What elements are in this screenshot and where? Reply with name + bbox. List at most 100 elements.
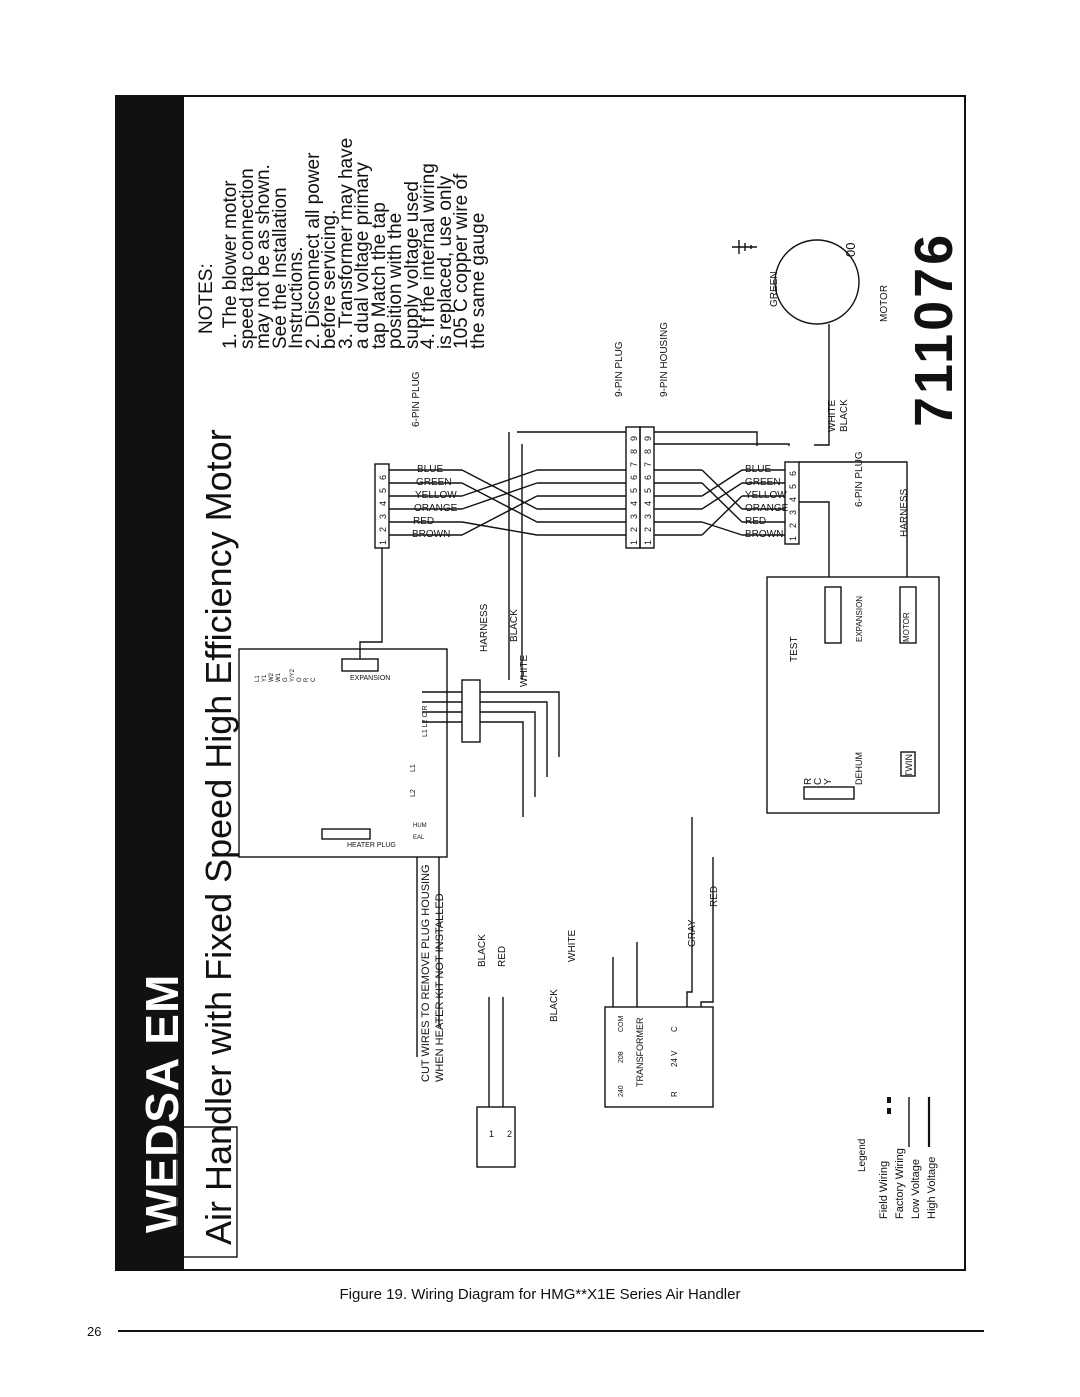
pin-number: 6: [643, 475, 653, 480]
pin-number: 3: [643, 514, 653, 519]
tap-24v-label: 24 V: [670, 1050, 679, 1067]
cut-wires-note: CUT WIRES TO REMOVE PLUG HOUSING: [420, 864, 432, 1082]
wiring-schematic: BLUE BLUE GREEN GREEN YELLOW YELLOW ORANGE ORAN…: [176, 239, 940, 1258]
pin-number: 1: [788, 536, 798, 541]
wire-label-motor: BLUE: [745, 464, 771, 475]
title-band: WEDSA EM: [117, 97, 188, 1269]
pin-number: 2: [788, 523, 798, 528]
note-line: the same gauge: [467, 212, 489, 349]
transformer-label: TRANSFORMER: [635, 1017, 645, 1087]
rcy-terminal-block: [803, 786, 855, 800]
pin-number: 5: [788, 484, 798, 489]
wire-label-motor: BROWN: [745, 529, 783, 540]
pin-number: 1: [378, 540, 388, 545]
test-label: TEST: [789, 636, 800, 662]
wire-label-top: ORANGE: [414, 503, 458, 514]
wire-label-top: BROWN: [412, 529, 450, 540]
board-terminal: Y/Y2: [290, 668, 296, 682]
legend-item: Factory Wiring: [894, 1148, 906, 1219]
eal-label: EAL: [413, 835, 425, 841]
harness-label: HARNESS: [479, 603, 490, 652]
wire-white-label: WHITE: [567, 929, 578, 962]
legend-item: High Voltage: [926, 1157, 938, 1219]
wire-label-motor: GREEN: [745, 477, 781, 488]
field-terminal-number: 2: [507, 1129, 512, 1139]
motor-label: MOTOR: [902, 612, 911, 642]
wire-label-motor: RED: [745, 516, 766, 527]
board-terminal: W2: [269, 672, 275, 682]
l1l2cr-label: L1 L2 C R: [422, 705, 429, 737]
rcy-terminal: R: [803, 778, 814, 785]
rcy-terminal: Y: [823, 778, 834, 785]
heater-note: WHEN HEATER KIT NOT INSTALLED: [434, 893, 446, 1082]
wire-black-label: BLACK: [477, 934, 488, 967]
tap-com-label: COM: [618, 1016, 625, 1033]
wire-black-label: BLACK: [839, 399, 850, 432]
wire-gray-label: GRAY: [687, 919, 698, 947]
legend-title: Legend: [857, 1139, 868, 1172]
expansion-label: EXPANSION: [855, 596, 864, 642]
pin-number: 9: [643, 436, 653, 441]
wire-green-label: GREEN: [769, 271, 780, 307]
pin-number: 2: [629, 527, 639, 532]
wiring-diagram-frame: WEDSA EM Air Handler with Fixed Speed Hi…: [115, 95, 966, 1271]
pin-number: 7: [629, 462, 639, 467]
dehum-label: DEHUM: [854, 752, 864, 785]
pin-number: 8: [629, 449, 639, 454]
wire-label-motor: YELLOW: [745, 490, 787, 501]
tap-r-label: R: [670, 1091, 679, 1097]
pin-number: 6: [629, 475, 639, 480]
pin-number: 5: [378, 488, 388, 493]
pin-number: 2: [643, 527, 653, 532]
pin-number: 9: [629, 436, 639, 441]
wire-label-top: YELLOW: [415, 490, 457, 501]
six-pin-plug-label: 6-PIN PLUG: [854, 451, 865, 507]
legend-item: Low Voltage: [910, 1159, 922, 1219]
expansion-label: EXPANSION: [350, 675, 390, 682]
twin-label-box: [900, 751, 916, 777]
board-terminal: R: [304, 677, 310, 682]
expansion-block: [824, 586, 842, 644]
wire-white-label: WHITE: [827, 399, 838, 432]
tap-240-label: 240: [618, 1085, 625, 1097]
legend-box: [176, 1126, 238, 1258]
rcy-terminal: C: [813, 778, 824, 785]
page-number: 26: [87, 1324, 102, 1339]
expansion-connector: [341, 658, 379, 672]
figure-caption: Figure 19. Wiring Diagram for HMG**X1E S…: [339, 1286, 741, 1303]
notes-heading: NOTES:: [196, 263, 217, 334]
field-terminal-number: 1: [489, 1129, 494, 1139]
six-pin-plug-label: 6-PIN PLUG: [411, 371, 422, 427]
part-suffix: 00: [843, 243, 858, 257]
wire-label-motor: ORANGE: [745, 503, 789, 514]
wire-black-label: BLACK: [509, 609, 520, 642]
wire-black-label: BLACK: [549, 989, 560, 1022]
board-terminal: C: [311, 677, 317, 682]
six-pin-plug-motor: [784, 461, 800, 545]
pin-number: 4: [643, 501, 653, 506]
nine-pin-housing: [639, 426, 655, 549]
pin-number: 5: [629, 488, 639, 493]
wire-label-top: RED: [413, 516, 434, 527]
board-terminal: L1: [255, 675, 261, 682]
pin-number: 6: [378, 475, 388, 480]
wire-label-top: BLUE: [417, 464, 443, 475]
pin-number: 1: [643, 540, 653, 545]
twin-label: TWIN: [904, 754, 914, 777]
pin-number: 4: [629, 501, 639, 506]
tap-c-label: C: [670, 1026, 679, 1032]
pin-number: 3: [788, 510, 798, 515]
heater-plug-label: HEATER PLUG: [347, 842, 396, 849]
pin-number: 1: [629, 540, 639, 545]
l1-label: L1: [410, 764, 417, 772]
wire-red-label: RED: [709, 886, 720, 907]
pin-number: 3: [378, 514, 388, 519]
wire-red-label: RED: [497, 946, 508, 967]
part-number: 711076: [904, 231, 964, 427]
wire-label-top: GREEN: [416, 477, 452, 488]
pin-number: 5: [643, 488, 653, 493]
blower-motor: [774, 239, 860, 325]
control-board: [238, 648, 448, 858]
board-terminal: O: [297, 677, 303, 682]
